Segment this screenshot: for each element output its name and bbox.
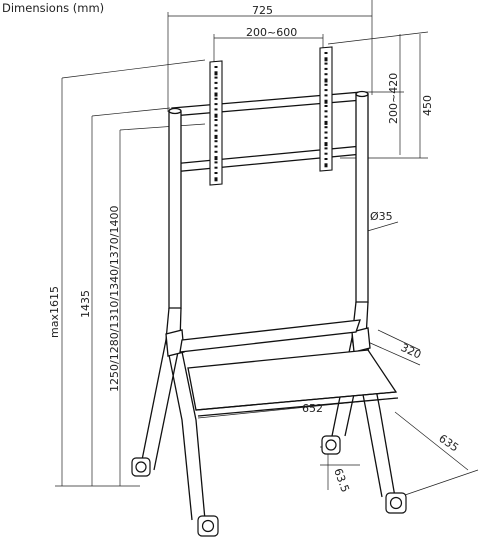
bracket-hole	[214, 81, 218, 84]
bracket-hole	[324, 142, 328, 147]
bracket-hole	[324, 110, 328, 113]
bracket-hole	[214, 150, 218, 153]
bracket-hole	[214, 140, 218, 143]
lower-crossbar	[171, 145, 363, 173]
bracket-hole	[324, 83, 328, 86]
bracket-hole	[214, 87, 218, 90]
bracket-hole	[214, 145, 218, 148]
dim-vesa-horizontal: 200~600	[246, 26, 297, 39]
dim-overall-width: 725	[252, 4, 273, 17]
dim-shelf-depth: 320	[399, 341, 424, 362]
wheels	[131, 435, 407, 537]
wheel-front-right	[321, 435, 341, 455]
bracket-hole	[214, 161, 218, 164]
right-pole	[355, 93, 369, 303]
bracket-hole	[324, 147, 328, 150]
bracket-hole	[324, 52, 328, 54]
dim-top-bar-height: 1435	[79, 290, 92, 318]
dim-base-depth: 635	[436, 432, 461, 455]
bracket-hole	[324, 62, 328, 65]
bracket-hole	[324, 115, 328, 118]
bracket-hole	[214, 177, 218, 182]
bracket-hole	[324, 105, 328, 107]
left-vesa-bracket	[209, 60, 223, 186]
bracket-hole	[324, 67, 328, 70]
bracket-hole	[324, 158, 328, 160]
bracket-hole	[214, 124, 218, 127]
dim-max-height: max1615	[48, 286, 61, 338]
bracket-hole	[324, 136, 328, 139]
upper-shelf	[179, 319, 361, 353]
bracket-hole	[324, 120, 328, 125]
dim-vesa-vertical: 200~420	[387, 73, 400, 124]
bracket-hole	[214, 129, 218, 132]
bracket-hole	[214, 97, 218, 100]
wheel-front-left	[131, 457, 151, 477]
bracket-hole	[214, 156, 218, 161]
bracket-hole	[214, 66, 218, 68]
wheel-rear-right	[385, 492, 407, 514]
wheel-rear-left	[197, 515, 219, 537]
dim-mount-heights: 1250/1280/1310/1340/1370/1400	[108, 206, 121, 393]
bracket-hole	[214, 71, 218, 76]
dim-shelf-width: 652	[302, 402, 323, 415]
dim-bracket-height: 450	[421, 95, 434, 116]
bracket-hole	[324, 94, 328, 97]
bracket-hole	[214, 134, 218, 139]
bracket-hole	[214, 108, 218, 111]
bracket-hole	[324, 73, 328, 76]
bracket-hole	[214, 76, 218, 79]
upper-crossbar	[171, 91, 363, 117]
bracket-hole	[214, 166, 218, 169]
bracket-hole	[324, 131, 328, 134]
right-vesa-bracket	[319, 46, 333, 172]
bracket-hole	[214, 113, 218, 118]
bracket-hole	[324, 126, 328, 129]
bracket-hole	[214, 103, 218, 106]
bracket-hole	[214, 92, 218, 97]
bracket-hole	[324, 163, 328, 168]
left-pole	[168, 111, 182, 309]
left-bracket-holes	[214, 66, 218, 182]
bracket-hole	[214, 172, 218, 174]
dim-wheel-height: 63.5	[331, 467, 352, 494]
right-bracket-holes	[324, 52, 328, 168]
bracket-hole	[324, 89, 328, 92]
stand-frame	[139, 46, 399, 521]
dim-pole-diameter: Ø35	[370, 210, 393, 223]
bracket-hole	[324, 99, 328, 104]
bracket-hole	[324, 152, 328, 155]
bracket-hole	[214, 119, 218, 121]
diagram-title: Dimensions (mm)	[2, 1, 104, 15]
bracket-hole	[324, 57, 328, 62]
bracket-hole	[324, 78, 328, 83]
